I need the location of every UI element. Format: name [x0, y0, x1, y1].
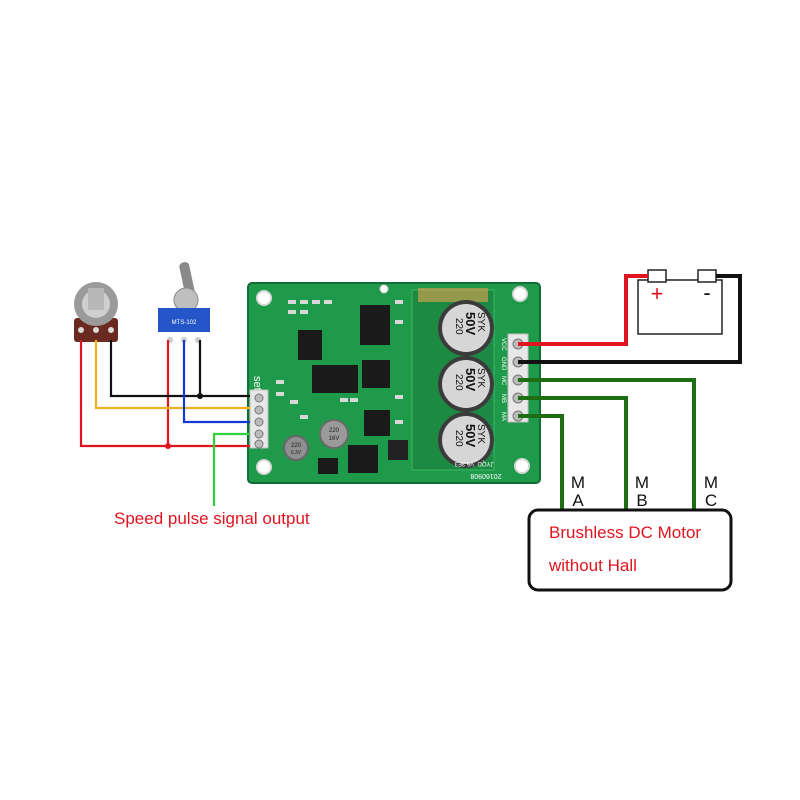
wire-yellow-signal	[94, 340, 250, 410]
svg-text:220: 220	[291, 443, 302, 449]
main-ic	[312, 365, 358, 393]
svg-text:50V: 50V	[463, 424, 478, 447]
driver-ic	[360, 305, 390, 345]
wire-black-power	[518, 274, 742, 364]
mosfet	[318, 458, 338, 474]
power-wires	[518, 274, 742, 512]
phase-a-label-top: M	[571, 473, 585, 492]
wire-phase-b	[518, 396, 628, 512]
bulk-capacitor: 220 50V SYK	[438, 300, 494, 356]
potentiometer	[74, 282, 118, 342]
wire-phase-c	[518, 378, 696, 512]
battery: + -	[637, 269, 723, 335]
board-date-label: 20160908	[470, 472, 501, 479]
board-model-label: JYQD_V6.3E3	[454, 460, 494, 466]
mounting-hole	[512, 286, 528, 302]
svg-text:220: 220	[453, 318, 464, 335]
bulk-capacitor: 220 50V SYK	[438, 412, 494, 468]
mounting-hole	[514, 458, 530, 474]
svg-text:SYK: SYK	[475, 424, 486, 444]
driver-ic	[364, 410, 390, 436]
svg-text:220: 220	[453, 374, 464, 391]
signal-terminal	[249, 389, 269, 449]
mounting-hole	[256, 459, 272, 475]
pin-label-gnd: GND	[500, 357, 506, 371]
wire-blue-signal	[182, 340, 250, 424]
speed-output-label: Speed pulse signal output	[114, 509, 310, 528]
wire-green-speed	[212, 432, 250, 506]
controller-board: set 220 16V 220 6.3V 220 50V SYK 220 50V…	[247, 282, 541, 484]
motor-label-line2: without Hall	[548, 556, 637, 575]
pin-label-ma: MA	[500, 412, 506, 421]
svg-text:SYK: SYK	[475, 312, 486, 332]
regulator-ic	[298, 330, 322, 360]
svg-text:50V: 50V	[463, 312, 478, 335]
switch-label: MTS-102	[172, 320, 197, 326]
wire-red-signal	[79, 340, 250, 448]
wire-phase-a	[518, 414, 564, 512]
motor-label-line1: Brushless DC Motor	[549, 523, 701, 542]
pin-label-vcc: VCC	[500, 338, 506, 351]
mosfet	[348, 445, 378, 473]
svg-text:SYK: SYK	[475, 368, 486, 388]
battery-plus-label: +	[651, 281, 664, 306]
board-set-label: set	[251, 376, 263, 391]
phase-b-label-top: M	[635, 473, 649, 492]
wire-black-signal	[109, 340, 250, 398]
svg-text:220: 220	[453, 430, 464, 447]
phase-b-label-bottom: B	[636, 491, 647, 510]
svg-text:16V: 16V	[329, 436, 340, 442]
svg-text:6.3V: 6.3V	[291, 450, 302, 456]
bulk-capacitor: 220 50V SYK	[438, 356, 494, 412]
small-capacitor: 220 6.3V	[283, 435, 309, 461]
wire-red-power	[518, 274, 648, 346]
driver-ic	[362, 360, 390, 388]
pin-label-mb: MB	[500, 394, 506, 403]
phase-a-label-bottom: A	[572, 491, 584, 510]
phase-c-label-top: M	[704, 473, 718, 492]
motor-box: Brushless DC Motor without Hall	[527, 508, 733, 592]
small-capacitor: 220 16V	[319, 419, 349, 449]
battery-minus-label: -	[703, 280, 710, 305]
mounting-hole	[256, 290, 272, 306]
svg-text:220: 220	[329, 428, 340, 434]
signal-wires	[79, 340, 250, 506]
toggle-switch: MTS-102	[158, 262, 210, 343]
pin-label-mc: MC	[500, 376, 506, 386]
svg-text:50V: 50V	[463, 368, 478, 391]
phase-c-label-bottom: C	[705, 491, 717, 510]
